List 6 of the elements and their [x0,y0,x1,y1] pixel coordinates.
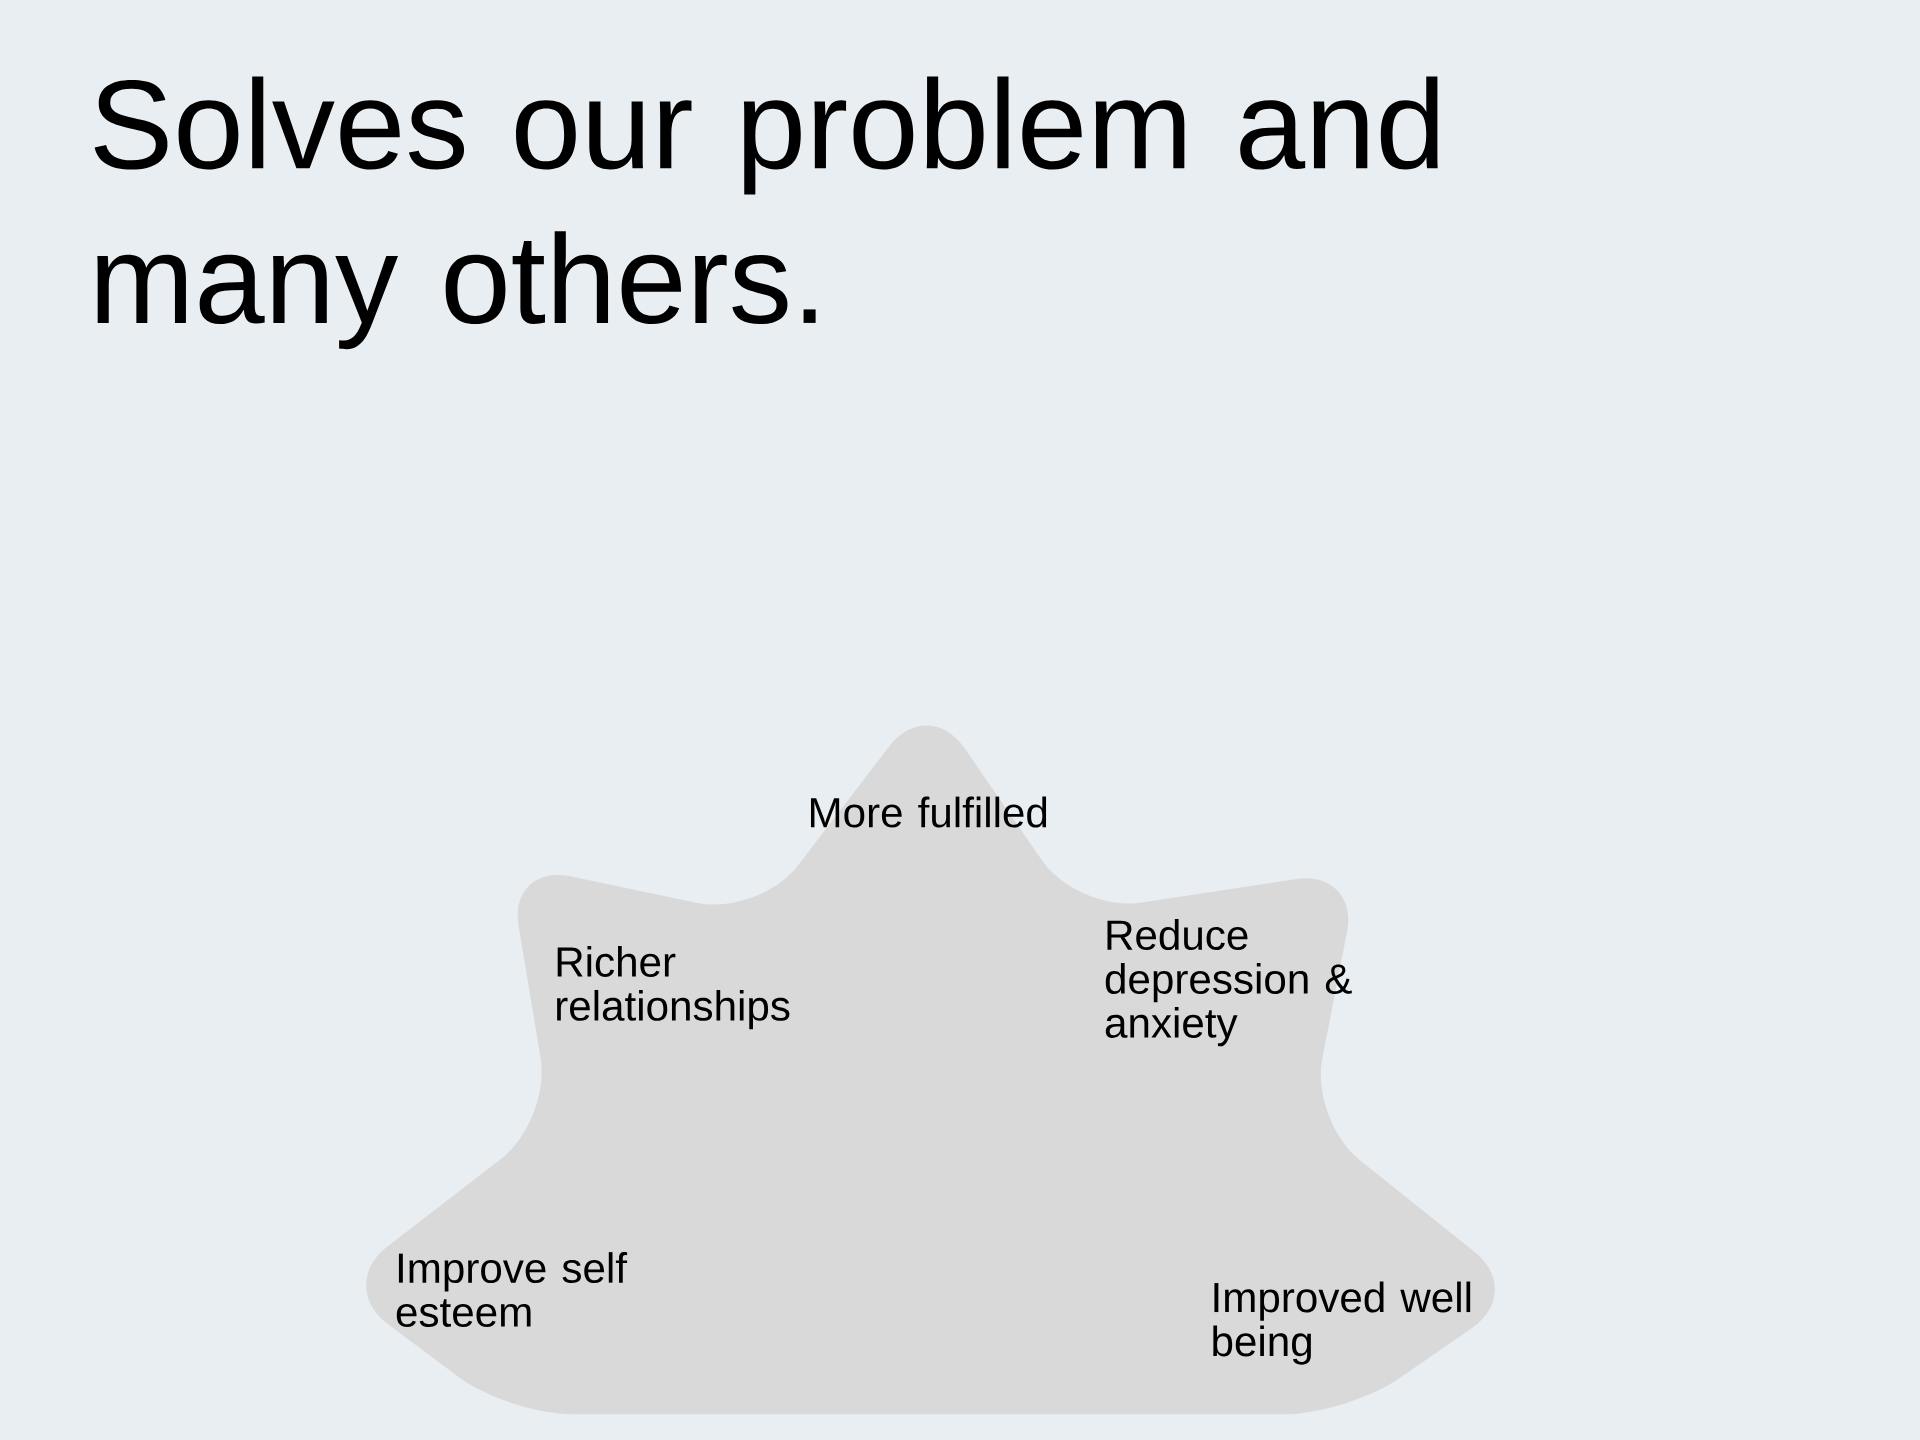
star-label: Improve self esteem [396,1252,628,1327]
star-label: Richer relationships [557,946,790,1030]
star-label: Improved well being [1213,1281,1471,1365]
star-label: More fulfilled [810,796,1047,828]
star-label: Reduce depression & anxiety [1105,919,1352,1047]
title: Solves our problem and many others. [94,76,1438,350]
